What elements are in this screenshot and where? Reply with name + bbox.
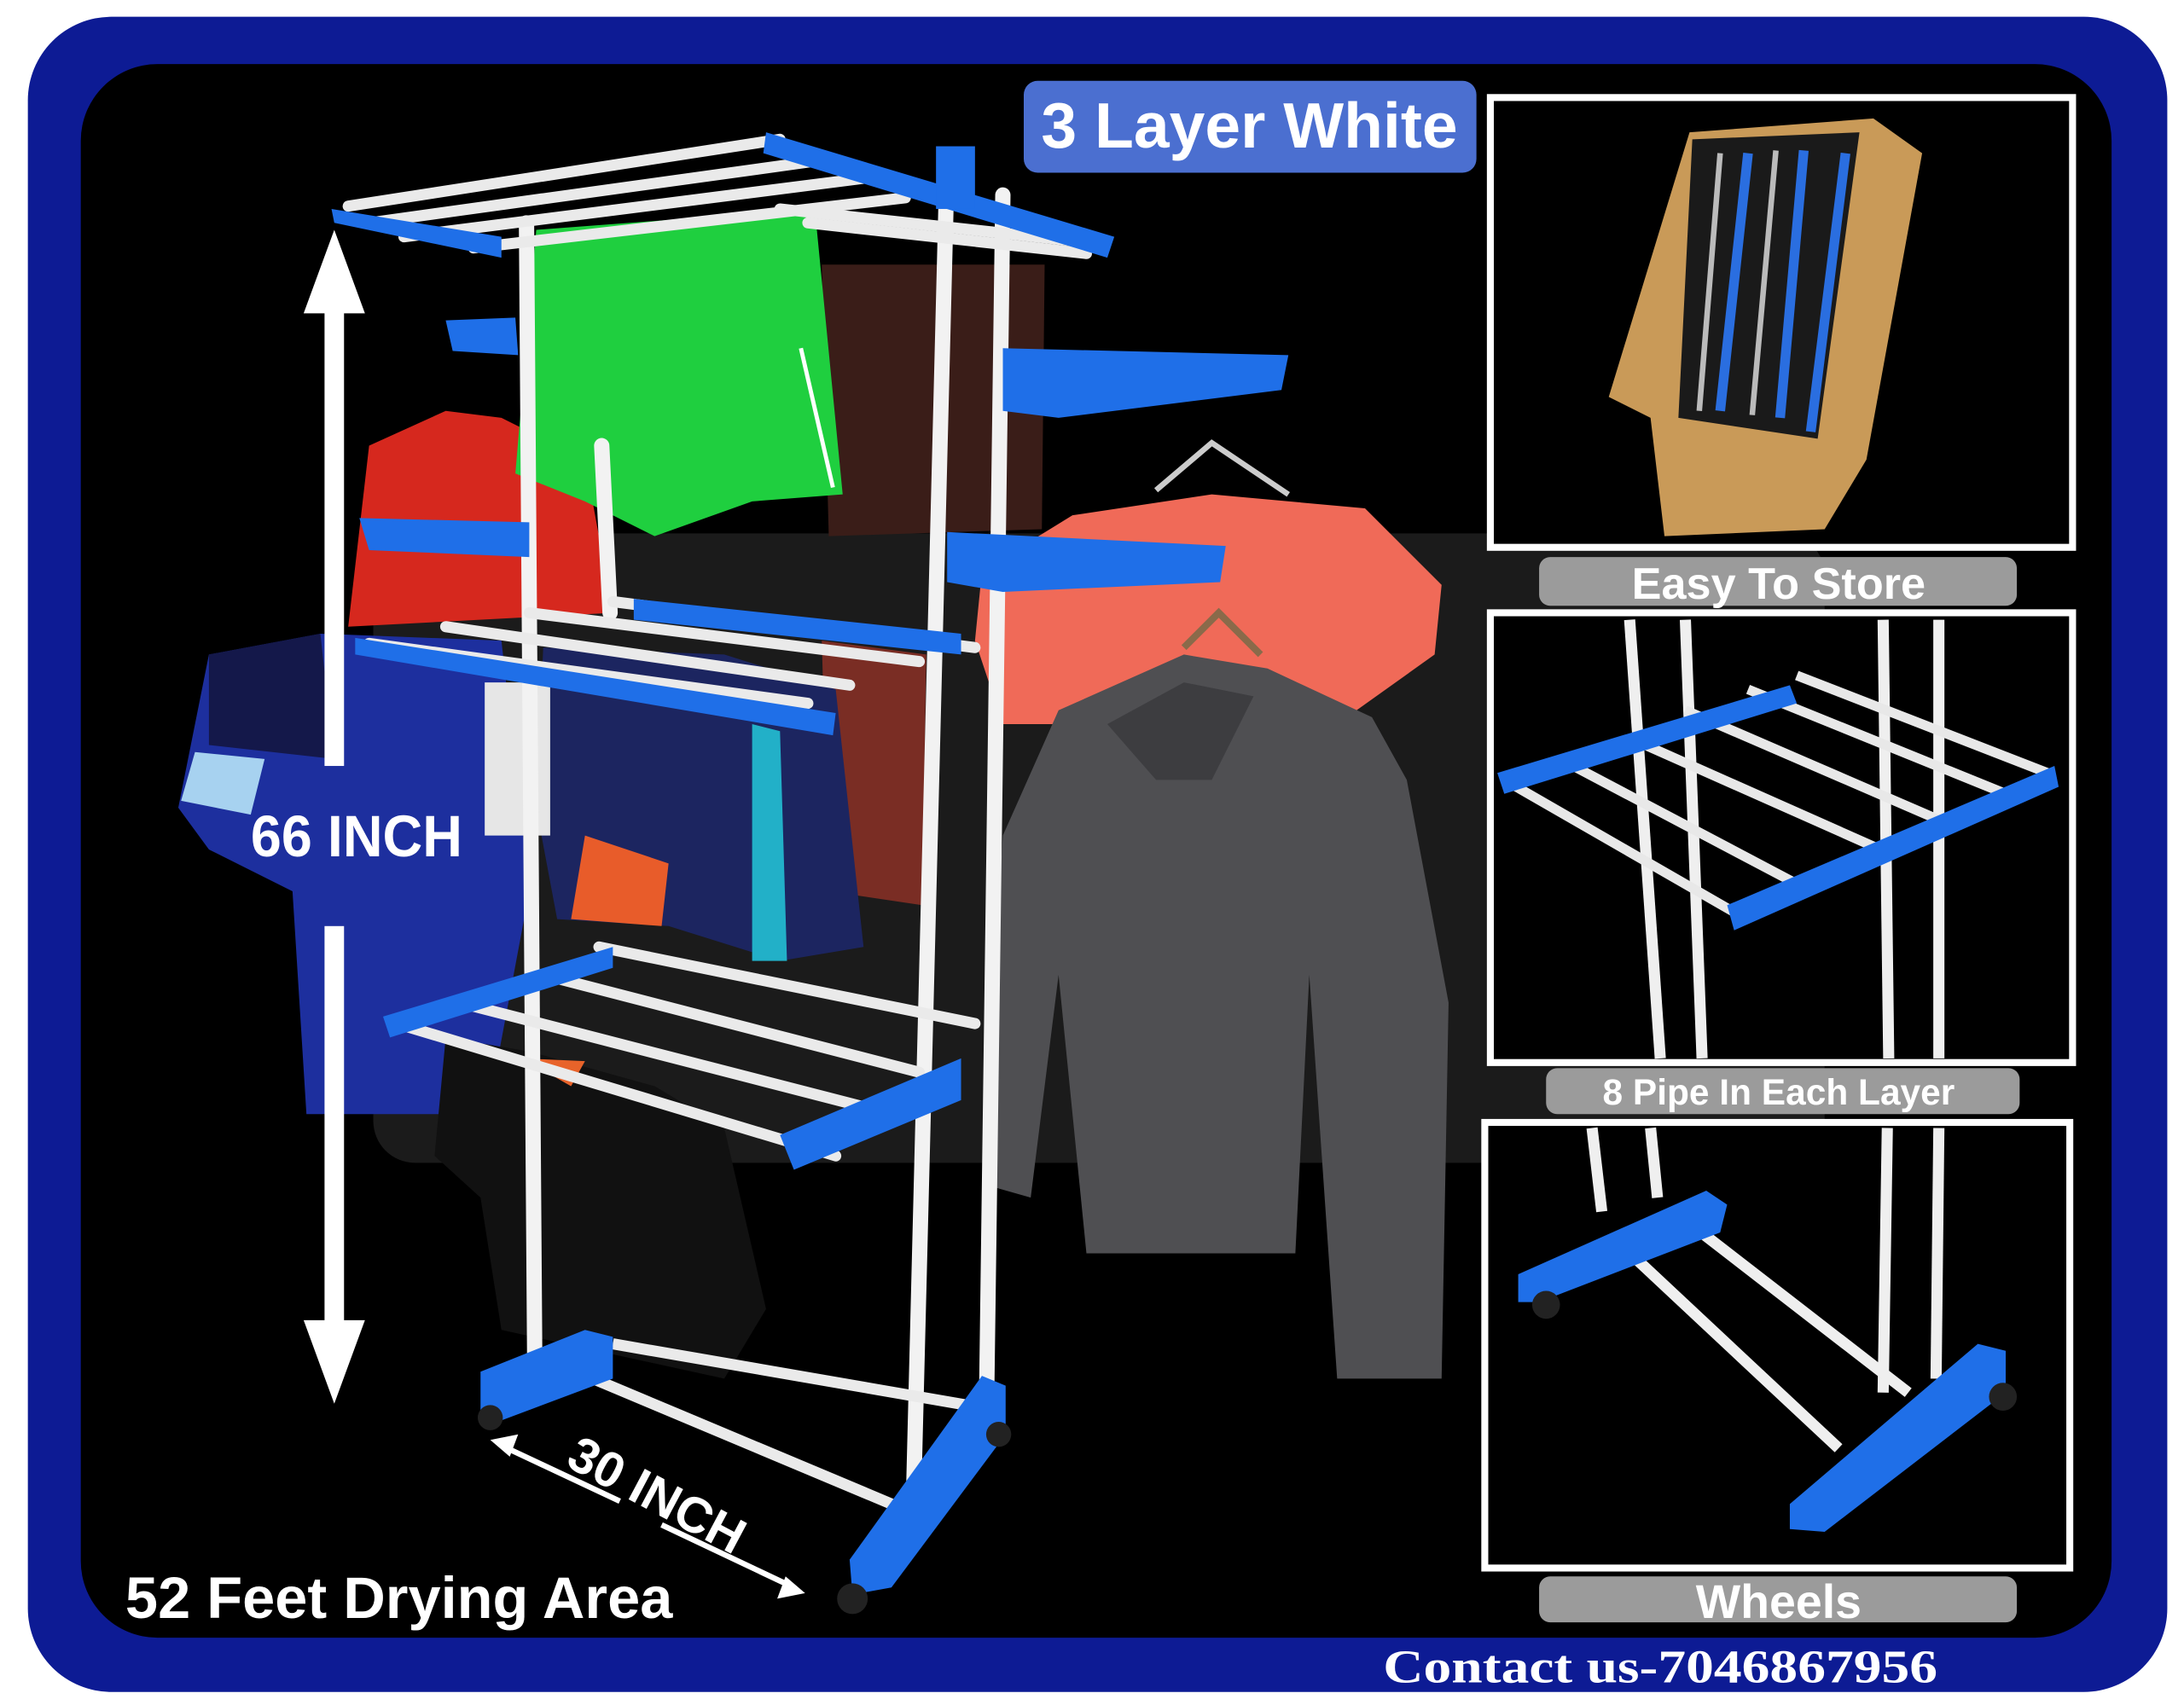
top-layer-bracket (331, 208, 502, 258)
panel-pipes: 8 Pipe In Each Layer (1486, 609, 2077, 1115)
bottom-layer-bracket (382, 947, 613, 1038)
brown-cloth (822, 264, 1045, 536)
wheel (985, 1422, 1012, 1447)
panel-easy-to-store: Easy To Store (1486, 94, 2077, 609)
drying-rack-photo (177, 132, 1449, 1615)
caption-pipes: 8 Pipe In Each Layer (1603, 1072, 1955, 1112)
height-dimension-label: 66 INCH (251, 803, 462, 869)
contact-text: Contact us-7046867956 (1383, 1641, 1937, 1693)
wheel-base-right (1789, 1343, 2007, 1532)
panel-wheels: Wheels (1481, 1118, 2074, 1628)
title-badge (1024, 80, 1477, 173)
title-badge-text: 3 Layer White (1041, 90, 1457, 161)
blue-tshirt (177, 633, 530, 1115)
black-shirt (434, 1037, 766, 1379)
base-foot-right (849, 1376, 1006, 1595)
base-foot-left (480, 1330, 613, 1421)
wheel (837, 1583, 868, 1615)
wheel (478, 1405, 503, 1430)
caption-wheels: Wheels (1696, 1575, 1862, 1628)
drying-area-label: 52 Feet Drying Area (125, 1565, 673, 1631)
grey-denim-shirt (982, 654, 1449, 1379)
height-arrow (303, 229, 365, 1404)
middle-layer-bracket (355, 637, 836, 736)
wheel-base-left (1518, 1191, 1728, 1302)
green-shirt (515, 208, 843, 536)
width-arrow (490, 1434, 805, 1599)
caption-easy-to-store: Easy To Store (1632, 560, 1926, 609)
